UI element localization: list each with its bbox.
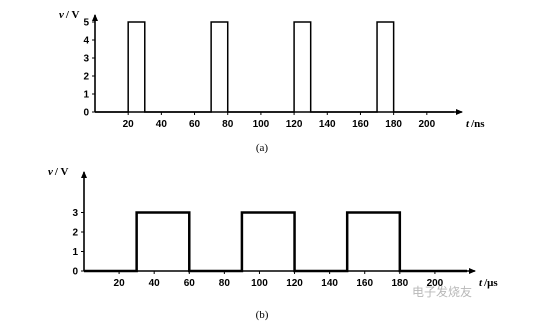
pulse-waveform	[95, 21, 454, 113]
x-tick-label: 160	[352, 119, 369, 130]
chart-panel-b: 0 1 2 3 20 40 60 80 100 120 140 160 180 200 v/ V t/μs (b…	[48, 166, 498, 321]
watermark-text: 电子发烧友	[412, 284, 472, 299]
y-tick-label: 0	[72, 267, 78, 278]
y-axis-label: v/ V	[59, 9, 79, 21]
pulse-4	[377, 22, 394, 112]
x-tick-label: 160	[356, 278, 373, 289]
pulse-3	[347, 213, 400, 272]
x-tick-label: 180	[391, 278, 408, 289]
x-axis-label: t/μs	[479, 277, 498, 289]
x-tick-label: 100	[253, 119, 270, 130]
x-tick-label: 60	[189, 119, 201, 130]
y-axis-label: v/ V	[48, 166, 68, 178]
y-axis-arrow	[92, 14, 98, 21]
panel-caption: (b)	[256, 309, 269, 321]
pulse-1	[137, 213, 190, 272]
x-axis-arrow	[456, 109, 463, 115]
y-tick-label: 2	[83, 72, 89, 83]
y-tick-label: 4	[83, 36, 89, 47]
x-tick-label: 200	[418, 119, 435, 130]
x-tick-label: 140	[321, 278, 338, 289]
y-tick-label: 1	[72, 247, 78, 258]
x-tick-label: 20	[123, 119, 135, 130]
chart-panel-a: 0 1 2 3 4 5 20 40 60 80 100 120 140 160 180 200 v/ V t/ns…	[59, 9, 485, 154]
x-tick-label: 80	[222, 119, 234, 130]
x-tick-label: 60	[184, 278, 196, 289]
x-tick-label: 100	[251, 278, 268, 289]
x-tick-label: 200	[427, 278, 444, 289]
pulse-2	[242, 213, 295, 272]
x-tick-label: 40	[156, 119, 168, 130]
y-tick-label: 5	[83, 18, 89, 29]
y-tick-label: 3	[72, 208, 78, 219]
pulse-1	[128, 22, 145, 112]
x-tick-label: 120	[286, 278, 303, 289]
pulse-waveform	[84, 211, 467, 273]
pulse-3	[294, 22, 311, 112]
y-tick-label: 1	[83, 90, 89, 101]
x-tick-label: 140	[319, 119, 336, 130]
x-tick-label: 20	[114, 278, 126, 289]
x-axis-arrow	[469, 268, 476, 274]
y-tick-label: 0	[83, 108, 89, 119]
x-tick-label: 180	[385, 119, 402, 130]
x-axis-label: t/ns	[466, 118, 485, 130]
y-tick-label: 3	[83, 54, 89, 65]
x-tick-label: 80	[219, 278, 231, 289]
y-tick-label: 2	[72, 228, 78, 239]
x-tick-label: 120	[286, 119, 303, 130]
panel-caption: (a)	[256, 142, 269, 154]
x-tick-label: 40	[149, 278, 161, 289]
pulse-2	[211, 22, 228, 112]
y-axis-arrow	[81, 171, 87, 178]
